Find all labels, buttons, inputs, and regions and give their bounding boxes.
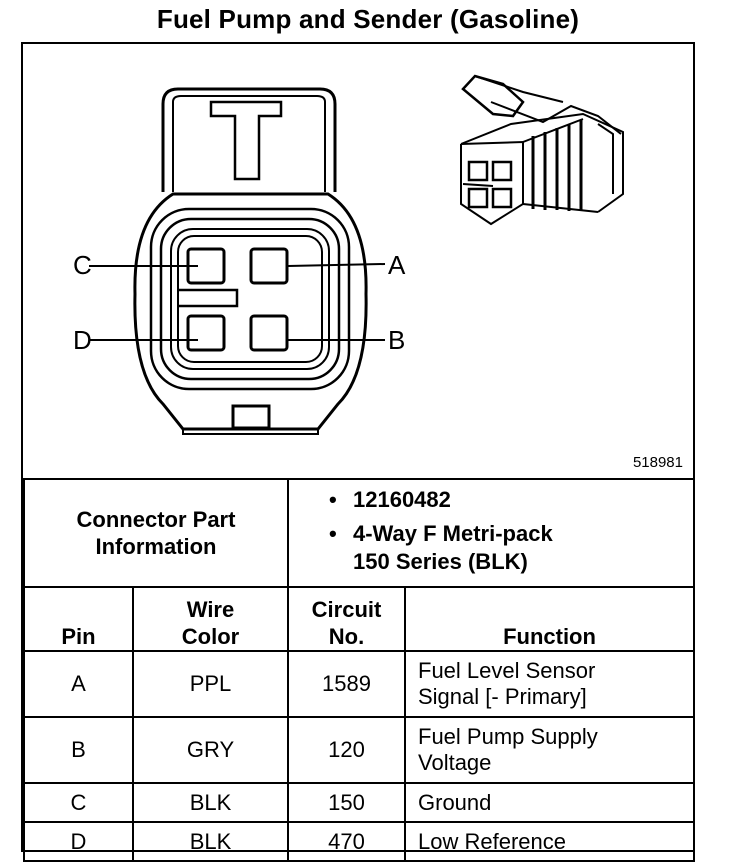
- circuit-cell: 1589: [287, 650, 406, 718]
- table-row: C BLK 150 Ground: [23, 782, 695, 823]
- header-pin: Pin: [23, 586, 134, 652]
- pin-label-b: B: [388, 325, 405, 355]
- function-cell: Fuel Level Sensor Signal [- Primary]: [404, 650, 695, 718]
- pin-leader-lines: [89, 263, 386, 341]
- wire-color-cell: GRY: [132, 716, 289, 784]
- circuit-cell: 150: [287, 782, 406, 823]
- pin-cell: A: [23, 650, 134, 718]
- connector-info-label: Connector Part Information: [23, 478, 289, 588]
- table-row: D BLK 470 Low Reference: [23, 821, 695, 862]
- function-cell: Ground: [404, 782, 695, 823]
- pin-cell: B: [23, 716, 134, 784]
- pinout-table: Connector Part Information 12160482 4-Wa…: [23, 478, 695, 862]
- pin-label-d: D: [73, 325, 92, 355]
- pin-cell: D: [23, 821, 134, 862]
- connector-info-row: Connector Part Information 12160482 4-Wa…: [23, 478, 695, 588]
- pin-label-c: C: [73, 250, 92, 280]
- table-row: B GRY 120 Fuel Pump Supply Voltage: [23, 716, 695, 784]
- pin-label-a: A: [388, 250, 406, 280]
- connector-isometric-drawing: [460, 74, 624, 226]
- connector-part-number: 12160482: [329, 486, 693, 514]
- connector-frame: C D A B 518981: [21, 42, 695, 862]
- header-function: Function: [404, 586, 695, 652]
- header-wire-color: Wire Color: [132, 586, 289, 652]
- pin-cell: C: [23, 782, 134, 823]
- page-title: Fuel Pump and Sender (Gasoline): [156, 4, 580, 34]
- header-circuit-no: Circuit No.: [287, 586, 406, 652]
- table-header-row: Pin Wire Color Circuit No. Function: [23, 586, 695, 652]
- connector-face-drawing: [133, 87, 368, 435]
- connector-info-list: 12160482 4-Way F Metri-pack 150 Series (…: [287, 478, 695, 588]
- figure-id: 518981: [632, 454, 683, 471]
- circuit-cell: 470: [287, 821, 406, 862]
- wire-color-cell: BLK: [132, 821, 289, 862]
- connector-description: 4-Way F Metri-pack 150 Series (BLK): [329, 520, 593, 576]
- circuit-cell: 120: [287, 716, 406, 784]
- table-row: A PPL 1589 Fuel Level Sensor Signal [- P…: [23, 650, 695, 718]
- function-cell: Fuel Pump Supply Voltage: [404, 716, 695, 784]
- wire-color-cell: PPL: [132, 650, 289, 718]
- connector-diagram: C D A B: [73, 74, 624, 435]
- wire-color-cell: BLK: [132, 782, 289, 823]
- function-cell: Low Reference: [404, 821, 695, 862]
